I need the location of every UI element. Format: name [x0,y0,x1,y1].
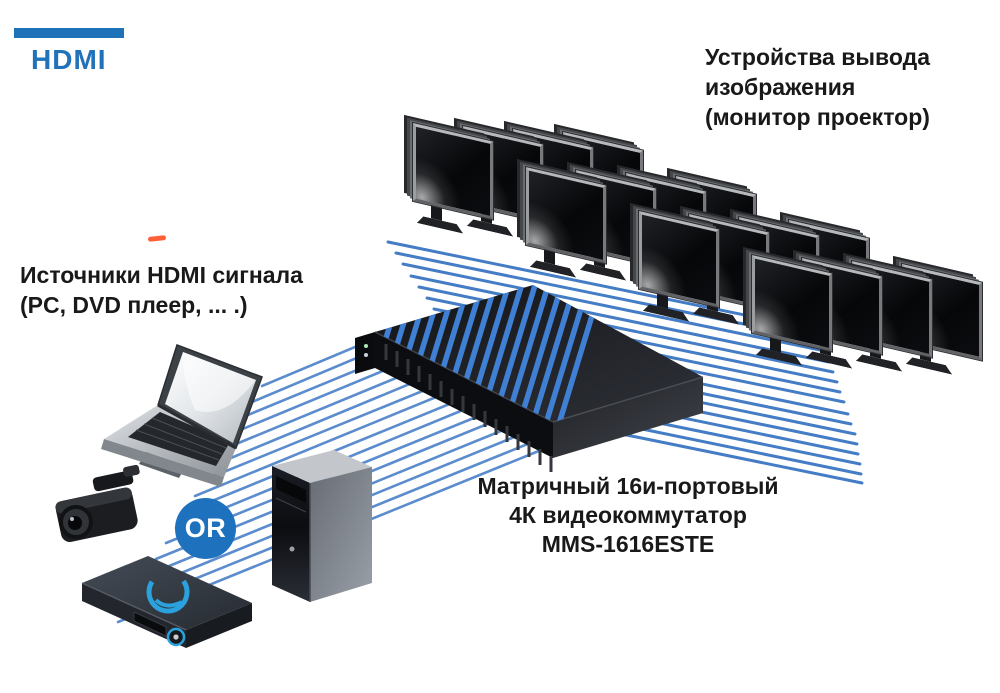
camcorder-icon [55,464,140,542]
monitor [751,253,833,372]
monitor [525,165,607,284]
hdmi-ports [384,344,553,472]
hdmi-label: HDMI [31,44,107,75]
monitor-stand [657,293,668,309]
monitor-stand [431,205,442,221]
monitor-stand [770,337,781,353]
laptop-icon [101,344,263,487]
switcher-label: Матричный 16и-портовый 4К видеокоммутато… [477,473,779,557]
bluray-logo [146,570,190,614]
monitor-stand [544,249,555,265]
pc-tower-icon [272,450,372,602]
output-devices-label: Устройства вывода изображения (монитор п… [705,44,930,130]
monitor [638,209,720,328]
sources-label: Источники HDMI сигнала (PC, DVD плеер, .… [20,262,303,318]
or-badge: OR [175,498,236,559]
hdmi-accent-bar [14,28,124,38]
matrix-switcher [355,285,704,472]
bluray-player-icon [81,556,252,648]
or-badge-label: OR [184,513,227,543]
monitor [412,121,494,240]
